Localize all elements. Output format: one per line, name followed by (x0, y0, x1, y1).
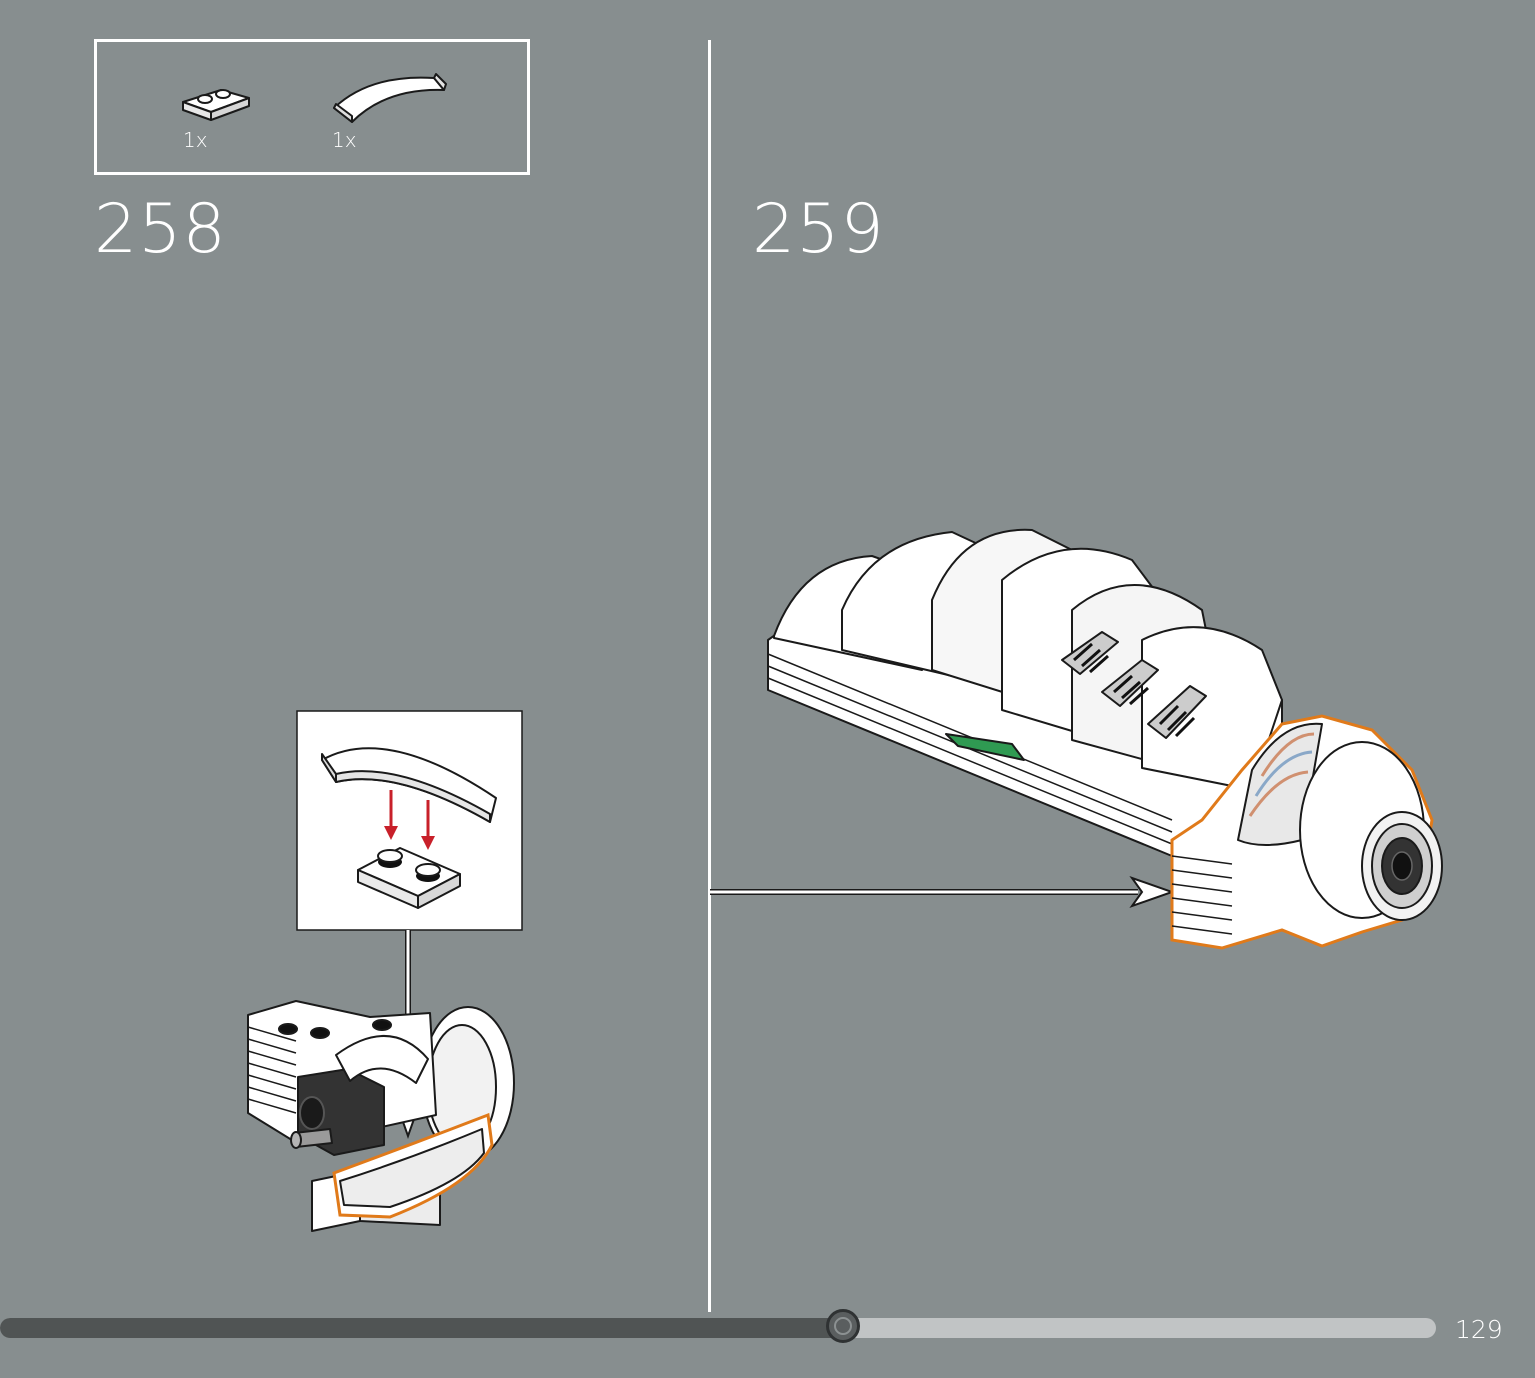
step-number-258: 258 (94, 190, 227, 269)
progress-knob (826, 1309, 860, 1343)
step-divider (708, 40, 711, 1312)
part-quantity-label: 1x (332, 128, 357, 152)
parts-list-box: 1x 1x (94, 39, 530, 175)
step-number-259: 259 (752, 190, 885, 269)
step-259-model (767, 528, 1443, 950)
plate-1x2-icon (182, 89, 250, 121)
step-258-model (247, 1000, 515, 1232)
progress-bar (0, 1318, 1436, 1338)
page-number: 129 (1455, 1315, 1503, 1344)
step-259-arrow (710, 876, 1176, 908)
part-quantity-label: 1x (183, 128, 208, 152)
progress-fill (0, 1318, 843, 1338)
sub-assembly-callout (296, 710, 523, 931)
curved-slope-icon (333, 73, 447, 123)
